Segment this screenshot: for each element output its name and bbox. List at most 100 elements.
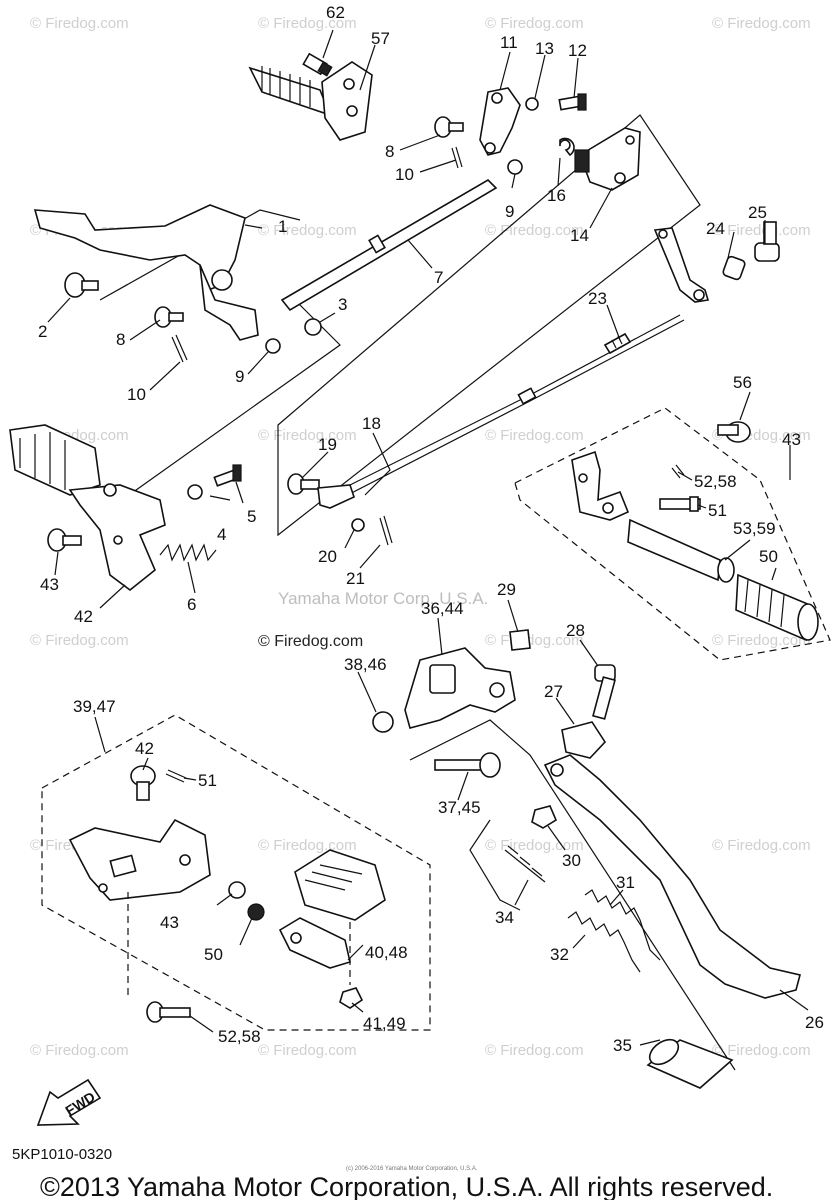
part-label-12: 12 — [568, 41, 587, 60]
bolt-12 — [558, 93, 587, 111]
group-51-outline — [514, 407, 831, 661]
brake-pedal-1 — [33, 204, 259, 341]
watermark: © Firedog.com — [485, 222, 584, 239]
diagram-code: 5KP1010-0320 — [12, 1146, 112, 1163]
part-label-56: 56 — [733, 373, 752, 392]
watermark: © Firedog.com — [258, 837, 357, 854]
part-label-14: 14 — [570, 226, 589, 245]
part-label-34: 38,46 — [344, 655, 387, 674]
shift-arm-11 — [479, 87, 521, 156]
part-label-2: 2 — [38, 322, 47, 341]
part-label-39-47: 43 — [160, 913, 179, 932]
watermark: © Firedog.com — [712, 222, 811, 239]
footrest-arm-55 — [627, 518, 735, 583]
bolt-25 — [592, 664, 616, 720]
part-label-35: 39,47 — [73, 697, 116, 716]
watermark-yamaha: Yamaha Motor Corp. U.S.A. — [278, 589, 488, 608]
watermark: © Firedog.com — [30, 15, 129, 32]
watermark: © Firedog.com — [485, 1042, 584, 1059]
bolt-5 — [213, 464, 242, 487]
spring-6 — [159, 543, 217, 562]
part-label-10: 10 — [127, 385, 146, 404]
part-label-26: 29 — [497, 580, 516, 599]
part-label-20: 23 — [588, 289, 607, 308]
leader-lines — [47, 29, 809, 1046]
part-label-3: 3 — [338, 295, 347, 314]
bolt-22 — [754, 221, 780, 262]
part-label-32: 36,44 — [421, 599, 464, 618]
part-label-42: 52,58 — [218, 1027, 261, 1046]
watermark: © Firedog.com — [258, 1042, 357, 1059]
watermark: © Firedog.com — [712, 632, 811, 649]
part-label-31: 35 — [613, 1036, 632, 1055]
passenger-bracket-51 — [571, 450, 630, 521]
part-label-27: 30 — [562, 851, 581, 870]
pin-53 — [659, 496, 701, 512]
nut-34 — [372, 711, 394, 733]
part-label-41-49: 51 — [198, 771, 217, 790]
footrest-43 — [9, 424, 166, 592]
part-label-9: 9 — [235, 367, 244, 386]
part-label-29: 32 — [550, 945, 569, 964]
collar-24 — [561, 721, 607, 759]
part-label-13: 13 — [535, 39, 554, 58]
shift-rod-7 — [280, 178, 498, 312]
part-label-33: 37,45 — [438, 798, 481, 817]
rubber-31 — [646, 1038, 734, 1089]
part-label-52-58: 50 — [759, 547, 778, 566]
part-label-30: 34 — [495, 908, 514, 927]
watermark: © Firedog.com — [485, 427, 584, 444]
watermark: © Firedog.com — [712, 1042, 811, 1059]
bolt-62 — [302, 52, 333, 77]
part-label-8: 8 — [385, 142, 394, 161]
part-label-4: 4 — [217, 525, 226, 544]
part-label-50: 43 — [40, 575, 59, 594]
part-label-24: 27 — [544, 682, 563, 701]
washer-18 — [351, 518, 365, 532]
footrest-rubber-52 — [735, 573, 819, 642]
pin-19 — [379, 515, 393, 546]
footrest-36 — [278, 849, 386, 969]
shift-rod-16 — [329, 314, 685, 502]
watermark: © Firedog.com — [258, 222, 357, 239]
part-label-7: 7 — [434, 268, 443, 287]
washer-13 — [525, 97, 539, 111]
part-label-5: 5 — [247, 507, 256, 526]
spring-30 — [504, 845, 546, 883]
watermark: © Firedog.com — [485, 632, 584, 649]
part-label-43: 42 — [74, 607, 93, 626]
watermark: © Firedog.com — [485, 15, 584, 32]
spring-40 — [247, 903, 265, 921]
watermark: © Firedog.com — [258, 15, 357, 32]
part-label-16: 18 — [362, 414, 381, 433]
washer-4 — [187, 484, 203, 500]
bolt-50 — [47, 528, 82, 552]
shift-rod-group-outline — [277, 114, 701, 537]
part-label-62: 62 — [326, 3, 345, 22]
part-label-51: 43 — [782, 430, 801, 449]
group-outlines — [41, 114, 831, 1071]
fwd-arrow: FWD — [36, 1078, 102, 1126]
washer-3 — [304, 318, 322, 336]
part-label-53-59: 51 — [708, 501, 727, 520]
collar-26 — [509, 629, 531, 651]
watermark: © Firedog.com — [258, 427, 357, 444]
shift-link-21 — [653, 227, 746, 303]
part-label-15: 16 — [547, 186, 566, 205]
washer-9a — [265, 338, 281, 354]
bolt-8a — [154, 306, 184, 328]
bolt-33 — [434, 752, 501, 778]
part-label-38-46: 42 — [135, 739, 154, 758]
washer-9b — [507, 159, 523, 175]
part-label-18: 20 — [318, 547, 337, 566]
fine-print: (c) 2006-2016 Yamaha Motor Corporation, … — [346, 1166, 478, 1172]
joint-17 — [287, 473, 355, 509]
brake-group-outline — [114, 294, 341, 506]
pin-54 — [671, 464, 685, 479]
part-label-23: 26 — [805, 1013, 824, 1032]
footrest-57 — [248, 61, 373, 141]
pin-10b — [451, 146, 463, 169]
part-label-40-48: 50 — [204, 945, 223, 964]
pin-38 — [130, 765, 156, 801]
